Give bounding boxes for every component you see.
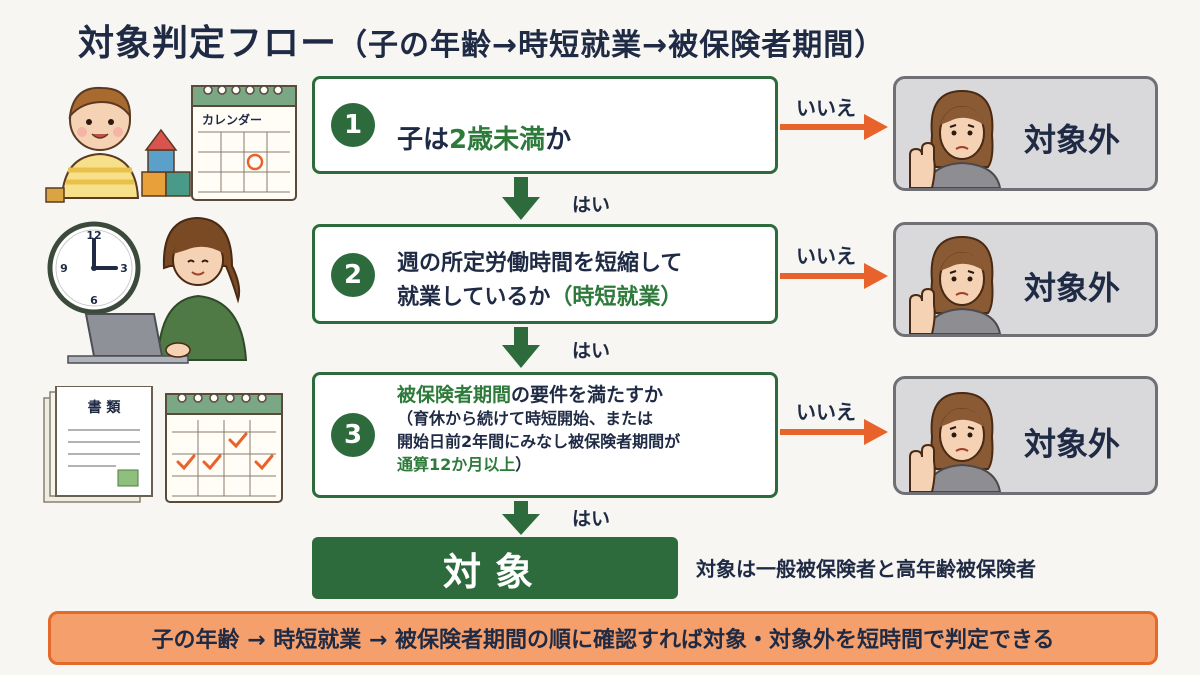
step-1-question: 子は2歳未満か (397, 119, 571, 156)
clock-number-9: 9 (60, 262, 68, 275)
step-2-number-badge: 2 (331, 253, 375, 297)
yes-arrow-2 (502, 327, 540, 368)
step-2-question-line2-before: 就業しているか (397, 285, 551, 310)
clock-number-12: 12 (86, 229, 101, 242)
documents-label: 書 類 (88, 399, 122, 416)
step-1-question-before: 子は (397, 125, 450, 155)
documents-calendar-illustration: 書 類 (40, 386, 292, 506)
yes-label-1: はい (572, 194, 611, 216)
step-1-question-after: か (545, 125, 572, 155)
yes-arrow-1 (502, 177, 540, 220)
documents-and-checked-calendar-image: 書 類 (43, 386, 283, 503)
step-2-question-line2: 就業しているか（時短就業） (397, 281, 682, 315)
no-label-1: いいえ (796, 96, 856, 120)
no-label-2: いいえ (796, 244, 856, 268)
yes-arrow-3 (502, 501, 540, 535)
step-3-note-line1: （育休から続けて時短開始、または (397, 409, 654, 428)
clock-and-laptop-image: 12 3 6 9 (47, 216, 248, 364)
step-2-question: 週の所定労働時間を短縮して 就業しているか（時短就業） (397, 247, 682, 315)
eligible-result-box: 対象 (312, 537, 678, 599)
summary-banner: 子の年齢 → 時短就業 → 被保険者期間の順に確認すれば対象・対象外を短時間で判… (48, 611, 1158, 665)
child-with-blocks-image: カレンダー (45, 85, 297, 203)
step-3-note-line3: 通算12か月以上） (397, 453, 680, 476)
step-2-box: 2 週の所定労働時間を短縮して 就業しているか（時短就業） (312, 224, 778, 324)
step-3-question-highlight: 被保険者期間 (397, 384, 512, 406)
step-3-number-badge: 3 (331, 413, 375, 457)
title-main: 対象判定フロー (78, 23, 338, 64)
step-2-question-line1: 週の所定労働時間を短縮して (397, 251, 683, 276)
clock-number-6: 6 (90, 294, 98, 307)
step-3-question: 被保険者期間の要件を満たすか （育休から続けて時短開始、または 開始日前2年間に… (397, 383, 680, 476)
worried-person-icon (909, 235, 1002, 334)
step-3-question-after: の要件を満たすか (511, 384, 664, 406)
no-label-3: いいえ (796, 400, 856, 424)
excluded-box-3: 対象外 (893, 376, 1158, 495)
yes-label-2: はい (572, 340, 611, 362)
eligible-note: 対象は一般被保険者と高年齢被保険者 (696, 557, 1036, 581)
step-3-box: 3 被保険者期間の要件を満たすか （育休から続けて時短開始、または 開始日前2年… (312, 372, 778, 498)
working-mother-illustration: 12 3 6 9 (46, 210, 286, 370)
child-calendar-illustration: カレンダー (42, 80, 304, 205)
calendar-label: カレンダー (202, 112, 262, 127)
excluded-label-2: 対象外 (1024, 269, 1121, 307)
step-1-question-highlight: 2歳未満 (449, 125, 546, 155)
eligible-result-label: 対象 (442, 549, 547, 594)
step-3-question-main: 被保険者期間の要件を満たすか (397, 383, 680, 407)
excluded-label-1: 対象外 (1024, 121, 1121, 159)
summary-text: 子の年齢 → 時短就業 → 被保険者期間の順に確認すれば対象・対象外を短時間で判… (151, 628, 1055, 653)
step-3-note-line2: 開始日前2年間にみなし被保険者期間が (397, 432, 681, 451)
step-2-question-line2-highlight: （時短就業） (550, 285, 683, 310)
worried-person-icon (909, 89, 1002, 188)
excluded-label-3: 対象外 (1024, 425, 1121, 463)
yes-label-3: はい (572, 508, 611, 530)
step-3-note-line3-highlight: 通算12か月以上 (397, 455, 516, 474)
excluded-box-1: 対象外 (893, 76, 1158, 191)
excluded-box-2: 対象外 (893, 222, 1158, 337)
clock-number-3: 3 (120, 262, 128, 275)
step-3-note-line3-after: ） (515, 455, 532, 474)
worried-person-icon (909, 391, 1002, 492)
page-title: 対象判定フロー（子の年齢→時短就業→被保険者期間） (78, 14, 885, 66)
title-sub: （子の年齢→時短就業→被保険者期間） (337, 28, 886, 63)
step-1-box: 1 子は2歳未満か (312, 76, 778, 174)
step-1-number-badge: 1 (331, 103, 375, 147)
